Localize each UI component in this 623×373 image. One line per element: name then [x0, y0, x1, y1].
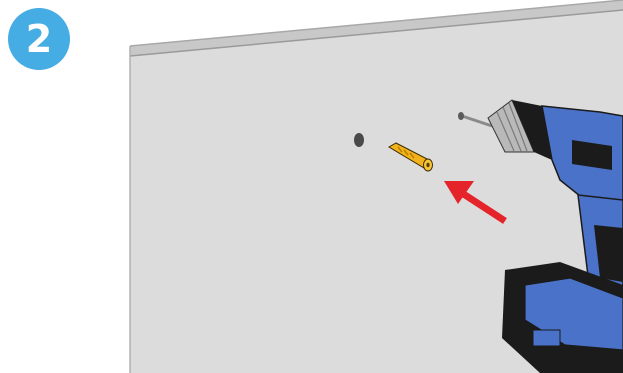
- drill-handle-grip: [594, 225, 623, 282]
- wall-panel-face: [130, 10, 623, 373]
- step-number-badge: 2: [8, 8, 70, 70]
- wall-plug-icon: [388, 142, 433, 172]
- drill-chuck-grip: [502, 106, 522, 152]
- drill-chuck-grip: [496, 111, 515, 152]
- wall-plug-rib: [409, 152, 415, 159]
- wall-plug-opening: [426, 162, 430, 168]
- wall-panel-front-line: [129, 9, 623, 57]
- drill-battery-latch: [532, 329, 561, 347]
- power-drill-icon: [458, 99, 623, 373]
- drill-bit: [461, 114, 493, 128]
- drill-housing-vent: [572, 140, 612, 170]
- direction-arrow-icon: [444, 181, 507, 224]
- direction-arrow-shaft: [460, 190, 507, 224]
- drill-collar: [512, 100, 552, 160]
- wall-panel-icon: [129, 0, 623, 373]
- drill-bit-tip: [458, 112, 464, 120]
- drill-chuck-grip: [508, 102, 528, 152]
- wall-panel-top-edge: [130, 0, 623, 56]
- wall-panel-top-line: [129, 0, 623, 47]
- direction-arrow-head: [444, 181, 474, 204]
- drilled-hole-icon: [354, 133, 364, 147]
- step-number: 2: [25, 17, 53, 61]
- wall-plug-rib: [397, 146, 403, 153]
- wall-plug-rib: [403, 149, 409, 156]
